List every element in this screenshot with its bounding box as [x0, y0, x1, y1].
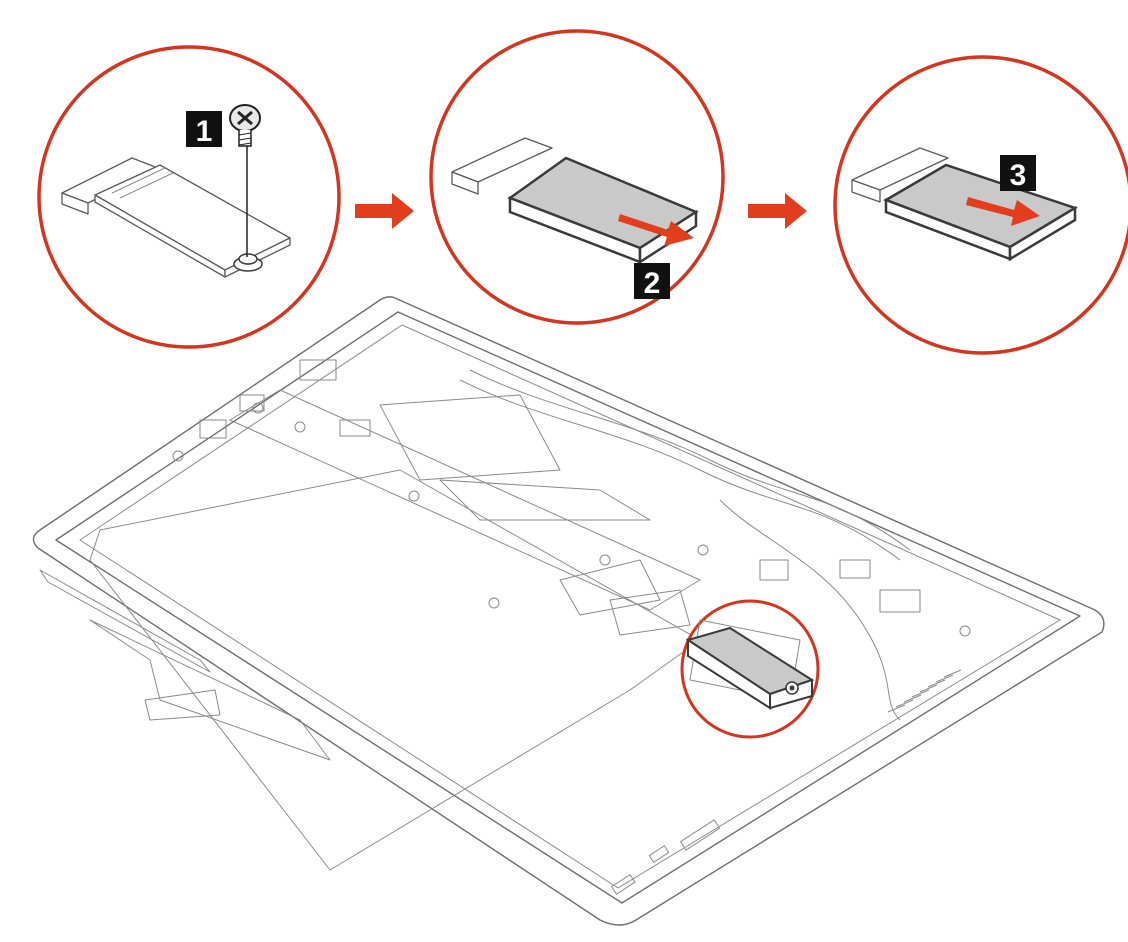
step-2-callout: 2 [429, 29, 725, 325]
screw-standoff [233, 253, 263, 272]
m2-connector [451, 137, 553, 195]
step-3-callout: 3 [833, 55, 1128, 355]
step-2-label: 2 [644, 267, 661, 300]
step-3-badge: 3 [1000, 155, 1036, 192]
step-1-badge: 1 [186, 111, 222, 148]
slide-arrow-icon [966, 197, 1040, 226]
tablet-chassis [32, 296, 1105, 926]
flow-arrow-icon [748, 193, 807, 229]
step-1-label: 1 [196, 115, 213, 148]
step-1-callout: 1 [37, 45, 341, 349]
speaker-grille [887, 669, 962, 713]
slide-arrow-icon [618, 214, 694, 246]
ssd-in-slot [685, 626, 815, 710]
flow-arrow-icon [355, 193, 414, 229]
m2-connector [851, 147, 949, 203]
step-3-label: 3 [1010, 159, 1027, 192]
step-2-badge: 2 [634, 263, 670, 300]
ssd-location-callout [680, 599, 820, 739]
screw-icon [229, 104, 261, 147]
